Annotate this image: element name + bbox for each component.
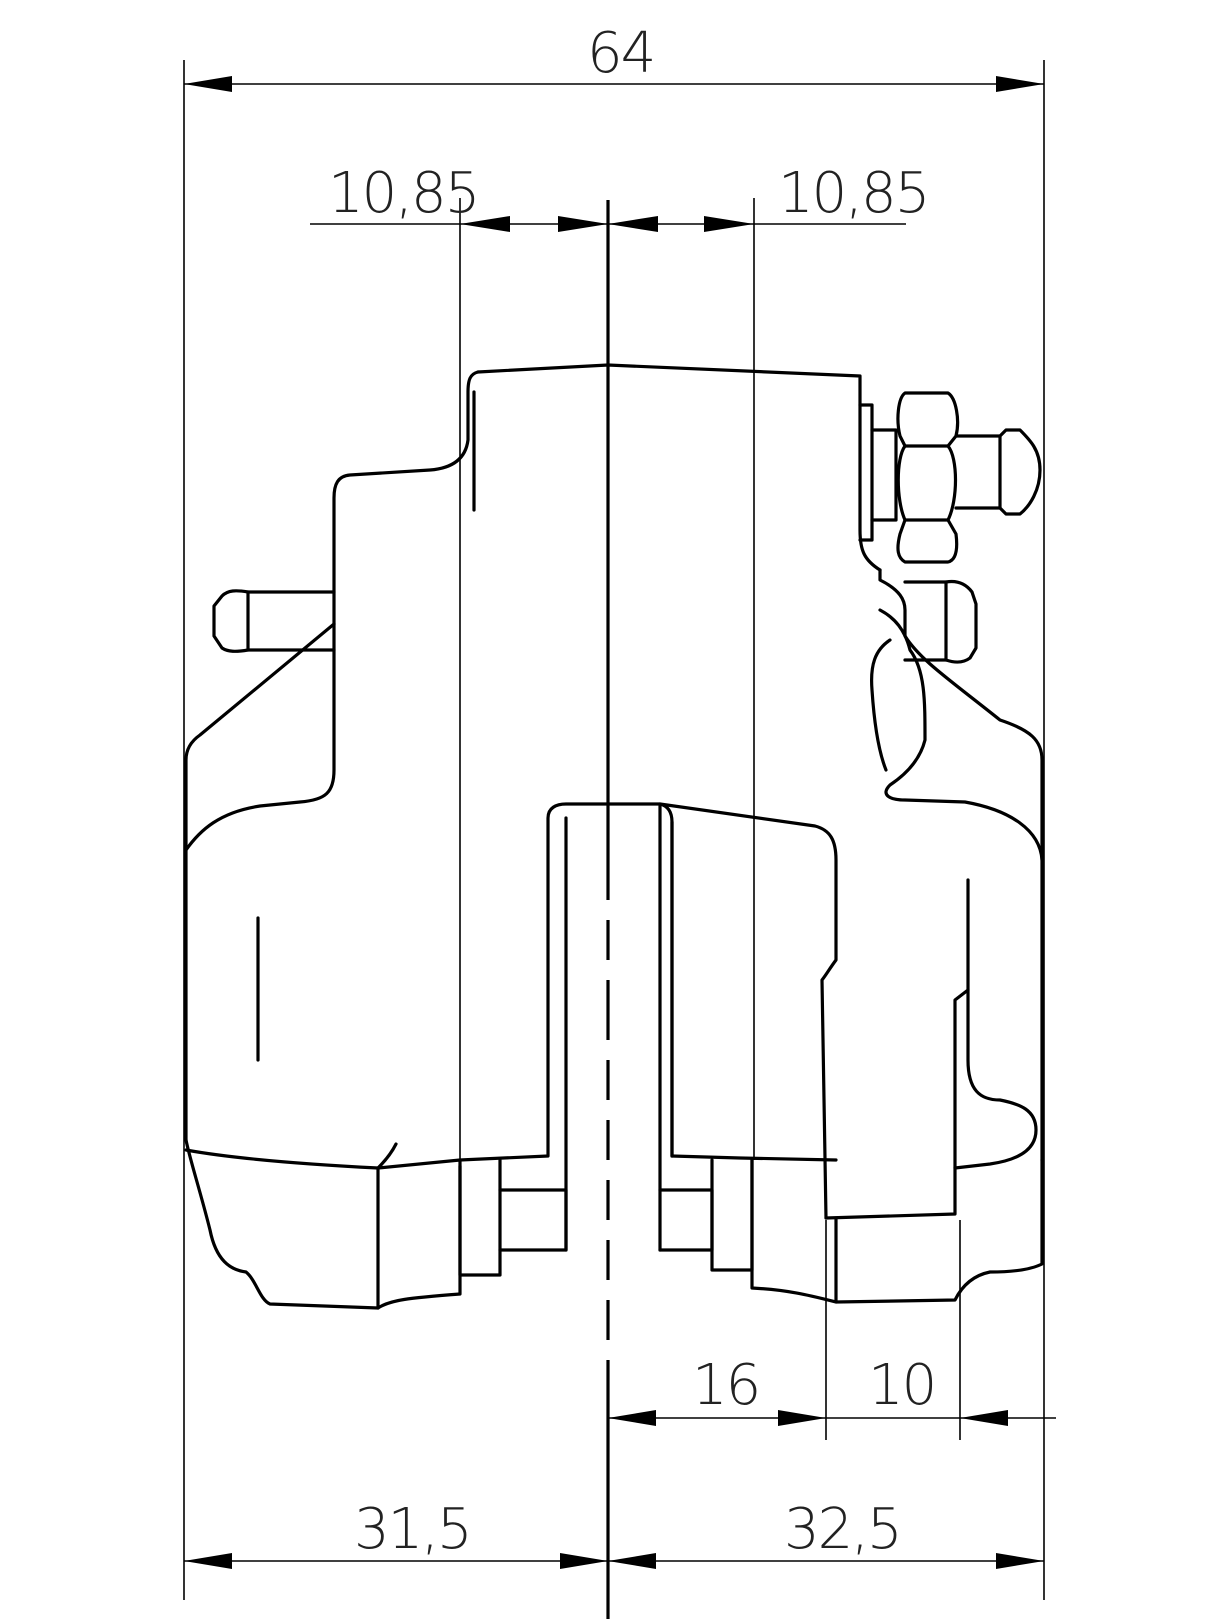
left-pad-2 (458, 1158, 502, 1277)
bolt-washer (858, 403, 874, 542)
caliper-body (184, 363, 1044, 1310)
dimension-label-right-half: 32,5 (784, 1497, 901, 1562)
bleed-bolt-shaft (954, 428, 1042, 516)
dimension-label-right-offset: 10,85 (778, 161, 928, 226)
right-mount-outline (878, 568, 1044, 1162)
left-pad-3 (498, 1188, 568, 1252)
dimension-label-overall-width: 64 (587, 21, 654, 86)
dimension-mount: 16 10 (608, 1353, 1056, 1426)
hex-nut-flat-line (903, 444, 950, 522)
hex-nut (896, 391, 960, 564)
right-housing (658, 802, 838, 1220)
left-ear-outline (184, 622, 336, 852)
right-bottom-skirt (834, 1158, 1044, 1304)
right-housing-inner (670, 1154, 838, 1162)
right-pad-1 (658, 1188, 714, 1252)
left-pad-1 (376, 1164, 462, 1310)
right-lower-body (824, 878, 970, 1220)
caliper-top-edge (476, 363, 882, 572)
right-guide-pin (903, 579, 978, 664)
right-lower-face (953, 988, 1038, 1170)
dimension-label-left-half: 31,5 (354, 1497, 471, 1562)
dimension-label-mount-spacing: 10 (868, 1353, 935, 1418)
left-guide-pin (212, 589, 336, 653)
dimension-label-center-to-mount: 16 (692, 1353, 759, 1418)
extension-lines (183, 60, 1045, 1600)
right-boss (869, 638, 892, 772)
dimension-halves: 31,5 32,5 (184, 1497, 1044, 1569)
bolt-washer-inner (870, 428, 898, 522)
right-pad-3 (750, 1158, 838, 1304)
left-skirt-notch (376, 1142, 398, 1170)
left-skirt-top (184, 802, 674, 1170)
caliper-bridge-outline (184, 370, 480, 1142)
right-pad-2 (710, 1158, 754, 1272)
dimension-offsets: 10,85 10,85 (310, 161, 930, 232)
left-skirt (184, 1138, 380, 1310)
dimension-label-left-offset: 10,85 (328, 161, 478, 226)
dimension-overall-width: 64 (184, 21, 1044, 92)
right-mount-inner (878, 608, 1044, 862)
